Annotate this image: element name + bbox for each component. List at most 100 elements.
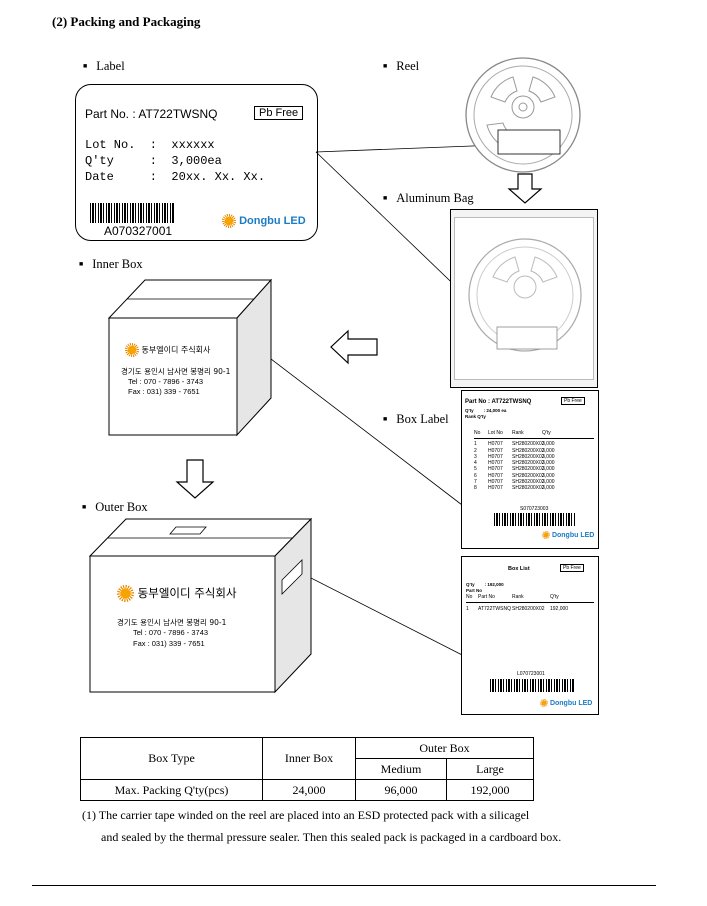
box-label-cell: H0707 <box>488 453 503 460</box>
box-list-barcode <box>490 679 574 692</box>
outer-box-tel: Tel : 070 - 7896 - 3743 <box>133 628 209 637</box>
box-label-cell: 6 <box>474 472 477 479</box>
box-list-logo-icon <box>540 699 548 707</box>
box-label-cell: SH280200X02 <box>512 441 545 448</box>
box-label-cell: 2 <box>474 447 477 454</box>
arrow-down-reel-icon <box>507 173 543 204</box>
arrow-down-box-icon <box>175 459 215 499</box>
box-label-cell: 5 <box>474 466 477 473</box>
reel-icon <box>465 57 581 173</box>
section-title: (2) Packing and Packaging <box>52 14 201 29</box>
box-label-cell: 3,000 <box>542 485 555 492</box>
inner-box-tel: Tel : 070 - 7896 - 3743 <box>128 377 204 386</box>
box-label-barcode <box>494 513 576 526</box>
box-list-brand-text: Dongbu LED <box>549 699 593 707</box>
box-label-pb-free: Pb Free <box>561 397 585 405</box>
arrow-left-icon <box>330 329 378 365</box>
caption-outer-box: Outer Box <box>82 500 147 515</box>
caption-label: Label <box>83 59 124 74</box>
box-list-document: Box List Pb Free Q'ty : 192,000 Part No … <box>461 556 599 715</box>
box-label-cell: SH280200X02 <box>512 466 545 473</box>
box-label-cell: SH280200X02 <box>512 447 545 454</box>
inner-box-company: 동부엘이디 주식회사 <box>125 343 210 357</box>
box-label-cell: H0707 <box>488 447 503 454</box>
inner-box-drawing <box>107 278 273 437</box>
box-label-cell: 3 <box>474 453 477 460</box>
footer-rule <box>32 885 656 886</box>
label-date: Date : 20xx. Xx. Xx. <box>85 170 266 184</box>
box-list-barcode-text: L070723001 <box>517 671 545 677</box>
caption-inner-box: Inner Box <box>79 257 142 272</box>
box-label-cell: SH280200X02 <box>512 453 545 460</box>
box-label-cell: 3,000 <box>542 466 555 473</box>
box-list-cell: SH280200X02 <box>512 606 545 613</box>
box-list-header: No <box>466 594 473 600</box>
box-label-cell: H0707 <box>488 472 503 479</box>
box-list-qty: Q'ty : 192,000 <box>466 582 504 587</box>
label-part-no: Part No. : AT722TWSNQ <box>85 107 218 121</box>
header-outer-box: Outer Box <box>355 737 534 759</box>
box-label-cell: 7 <box>474 479 477 486</box>
box-label-cell: H0707 <box>488 460 503 467</box>
box-label-cell: 3,000 <box>542 479 555 486</box>
caption-aluminum-bag: Aluminum Bag <box>383 191 473 206</box>
box-list-cell: 192,000 <box>550 606 569 613</box>
caption-reel: Reel <box>383 59 419 74</box>
box-label-header: Q'ty <box>542 430 551 436</box>
box-label-header: Lot No <box>488 430 503 436</box>
packing-spec-table: Box Type Inner Box Outer Box Medium Larg… <box>80 737 534 801</box>
product-label: Part No. : AT722TWSNQ Pb Free Lot No. : … <box>75 84 318 241</box>
label-qty: Q'ty : 3,000ea <box>85 154 222 168</box>
outer-box-fax: Fax : 031) 339 - 7651 <box>133 639 205 648</box>
box-list-part-no: Part No <box>466 588 483 593</box>
row-label-max-qty: Max. Packing Q'ty(pcs) <box>80 779 263 801</box>
label-lot: Lot No. : xxxxxx <box>85 138 215 152</box>
box-label-header-row: No Lot No Rank Q'ty <box>474 430 594 440</box>
box-label-cell: SH280200X02 <box>512 460 545 467</box>
box-label-cell: H0707 <box>488 441 503 448</box>
inner-box-logo-icon <box>125 343 139 357</box>
box-list-pb-free: Pb Free <box>560 564 584 572</box>
box-label-cell: SH280200X02 <box>512 485 545 492</box>
inner-box-company-text: 동부엘이디 주식회사 <box>141 345 211 355</box>
label-brand-text: Dongbu LED <box>239 214 306 227</box>
outer-box-company-text: 동부엘이디 주식회사 <box>137 586 237 600</box>
box-label-cell: 3,000 <box>542 472 555 479</box>
box-list-header: Part No <box>478 594 495 600</box>
inner-box-fax: Fax : 031) 339 - 7651 <box>128 387 200 396</box>
cell-large-value: 192,000 <box>446 779 534 801</box>
header-medium: Medium <box>355 758 447 780</box>
dongbu-logo-icon <box>222 214 236 228</box>
box-label-brand-text: Dongbu LED <box>551 531 595 539</box>
box-label-header: No <box>474 430 481 436</box>
box-label-rank: Rank Q'ty <box>465 414 486 419</box>
box-list-header-row: No Part No Rank Q'ty <box>466 594 594 604</box>
outer-box-company: 동부엘이디 주식회사 <box>117 585 237 602</box>
caption-box-label: Box Label <box>383 412 448 427</box>
box-label-cell: H0707 <box>488 485 503 492</box>
label-barcode-text: A070327001 <box>104 224 173 238</box>
box-label-cell: 8 <box>474 485 477 492</box>
box-label-cell: 3,000 <box>542 441 555 448</box>
box-label-cell: H0707 <box>488 466 503 473</box>
header-inner-box: Inner Box <box>262 737 356 780</box>
label-to-reel-line <box>315 144 499 153</box>
label-barcode <box>90 203 174 223</box>
box-label-barcode-text: S070723003 <box>520 506 549 512</box>
box-label-cell: 4 <box>474 460 477 467</box>
box-list-brand: Dongbu LED <box>540 699 592 707</box>
box-label-brand: Dongbu LED <box>542 531 594 539</box>
box-label-cell: H0707 <box>488 479 503 486</box>
label-brand: Dongbu LED <box>222 214 306 228</box>
box-list-cell: 1 <box>466 606 469 613</box>
note-line-1: (1) The carrier tape winded on the reel … <box>82 808 530 822</box>
box-label-cell: SH280200X02 <box>512 472 545 479</box>
